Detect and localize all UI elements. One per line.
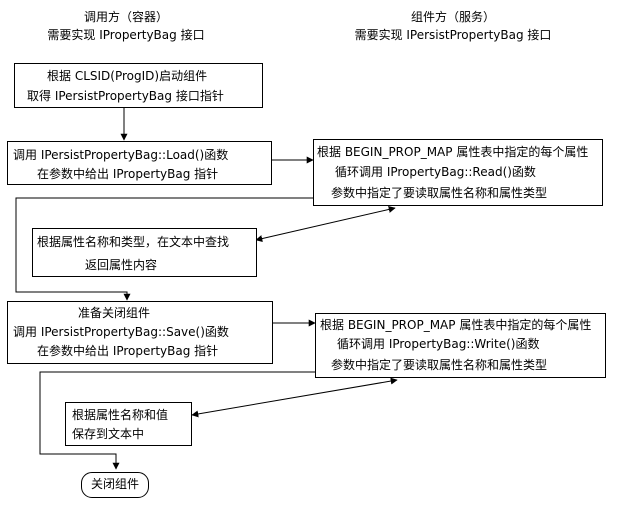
save-text-line2: 保存到文本中 bbox=[72, 427, 145, 441]
connector-write-to-save bbox=[39, 371, 316, 470]
call-load-line2: 在参数中给出 IPropertyBag 指针 bbox=[37, 167, 219, 181]
lookup-text-line1: 根据属性名称和类型，在文本中查找 bbox=[37, 235, 230, 249]
prepare-close-line2: 调用 IPersistPropertyBag::Save()函数 bbox=[13, 325, 229, 339]
prepare-close-line3: 在参数中给出 IPropertyBag 指针 bbox=[37, 344, 219, 358]
read-props-line3: 参数中指定了要读取属性名称和属性类型 bbox=[331, 186, 548, 200]
start-component-line2: 取得 IPersistPropertyBag 接口指针 bbox=[27, 89, 224, 103]
container-header: 调用方（容器） 需要实现 IPropertyBag 接口 bbox=[36, 8, 216, 44]
connector-read-to-lookup bbox=[15, 197, 318, 301]
container-header-title: 调用方（容器） bbox=[83, 10, 168, 24]
close-component-label: 关闭组件 bbox=[90, 477, 139, 491]
call-load-line1: 调用 IPersistPropertyBag::Load()函数 bbox=[13, 148, 229, 162]
call-load-box: 调用 IPersistPropertyBag::Load()函数 在参数中给出 … bbox=[7, 141, 272, 185]
read-props-line2: 循环调用 IPropertyBag::Read()函数 bbox=[335, 165, 536, 179]
read-props-box: 根据 BEGIN_PROP_MAP 属性表中指定的每个属性 循环调用 IProp… bbox=[313, 139, 603, 206]
lookup-text-line2: 返回属性内容 bbox=[85, 258, 158, 272]
write-props-line2: 循环调用 IPropertyBag::Write()函数 bbox=[337, 337, 540, 351]
component-header-subtitle: 需要实现 IPersistPropertyBag 接口 bbox=[354, 28, 552, 42]
close-component-terminal: 关闭组件 bbox=[81, 472, 149, 498]
component-header-title: 组件方（服务） bbox=[410, 10, 495, 24]
arrow-write-save bbox=[191, 377, 398, 418]
save-text-line1: 根据属性名称和值 bbox=[72, 408, 169, 422]
arrow-read-lookup bbox=[255, 206, 396, 242]
start-component-line1: 根据 CLSID(ProgID)启动组件 bbox=[47, 69, 208, 83]
container-header-subtitle: 需要实现 IPropertyBag 接口 bbox=[47, 28, 205, 42]
write-props-line1: 根据 BEGIN_PROP_MAP 属性表中指定的每个属性 bbox=[320, 318, 592, 332]
component-header: 组件方（服务） 需要实现 IPersistPropertyBag 接口 bbox=[318, 8, 588, 44]
write-props-line3: 参数中指定了要读取属性名称和属性类型 bbox=[331, 358, 548, 372]
prepare-close-line1: 准备关闭组件 bbox=[78, 306, 151, 320]
save-text-box: 根据属性名称和值 保存到文本中 bbox=[65, 402, 192, 446]
read-props-line1: 根据 BEGIN_PROP_MAP 属性表中指定的每个属性 bbox=[317, 145, 589, 159]
write-props-box: 根据 BEGIN_PROP_MAP 属性表中指定的每个属性 循环调用 IProp… bbox=[315, 313, 606, 378]
prepare-close-box: 准备关闭组件 调用 IPersistPropertyBag::Save()函数 … bbox=[7, 301, 273, 364]
start-component-box: 根据 CLSID(ProgID)启动组件 取得 IPersistProperty… bbox=[14, 63, 263, 108]
lookup-text-box: 根据属性名称和类型，在文本中查找 返回属性内容 bbox=[32, 228, 257, 277]
